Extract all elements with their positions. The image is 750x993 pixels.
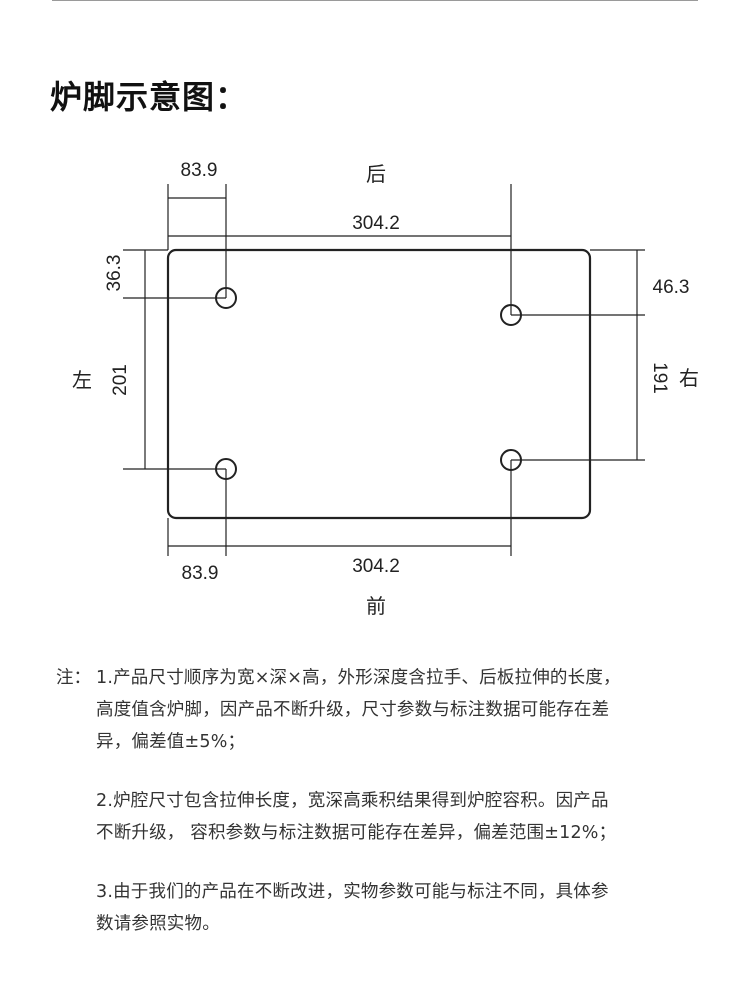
note-1-line-3: 异，偏差值±5%； bbox=[96, 732, 246, 752]
dim-left-top-offset-label: 36.3 bbox=[104, 255, 125, 292]
note-3-line-1: 3.由于我们的产品在不断改进，实物参数可能与标注不同，具体参 bbox=[96, 882, 609, 902]
dim-right-span-label: 191 bbox=[649, 362, 670, 394]
top-divider bbox=[52, 0, 698, 1]
note-3-line-2: 数请参照实物。 bbox=[96, 914, 220, 934]
dim-top-offset-label: 83.9 bbox=[181, 160, 218, 181]
note-1-line-2: 高度值含炉脚，因产品不断升级，尺寸参数与标注数据可能存在差 bbox=[96, 700, 610, 720]
note-1-line-1: 1.产品尺寸顺序为宽×深×高，外形深度含拉手、后板拉伸的长度， bbox=[96, 668, 621, 688]
dim-top-width-label: 304.2 bbox=[352, 213, 400, 234]
notes-prefix: 注： bbox=[56, 668, 91, 688]
page-title: 炉脚示意图： bbox=[50, 78, 249, 116]
note-2-line-2: 不断升级， 容积参数与标注数据可能存在差异，偏差范围±12%； bbox=[96, 823, 617, 843]
side-label-left: 左 bbox=[72, 368, 92, 392]
side-label-back: 后 bbox=[366, 162, 386, 186]
side-label-front: 前 bbox=[366, 594, 386, 618]
dim-right-top-offset-label: 46.3 bbox=[653, 277, 690, 298]
side-label-right: 右 bbox=[679, 366, 699, 390]
note-2-line-1: 2.炉腔尺寸包含拉伸长度，宽深高乘积结果得到炉腔容积。因产品 bbox=[96, 791, 609, 811]
dim-bottom-width-label: 304.2 bbox=[352, 556, 400, 577]
dim-bottom-offset-label: 83.9 bbox=[182, 563, 219, 584]
stove-base-outline bbox=[166, 248, 592, 520]
dim-left-span-label: 201 bbox=[110, 364, 131, 396]
